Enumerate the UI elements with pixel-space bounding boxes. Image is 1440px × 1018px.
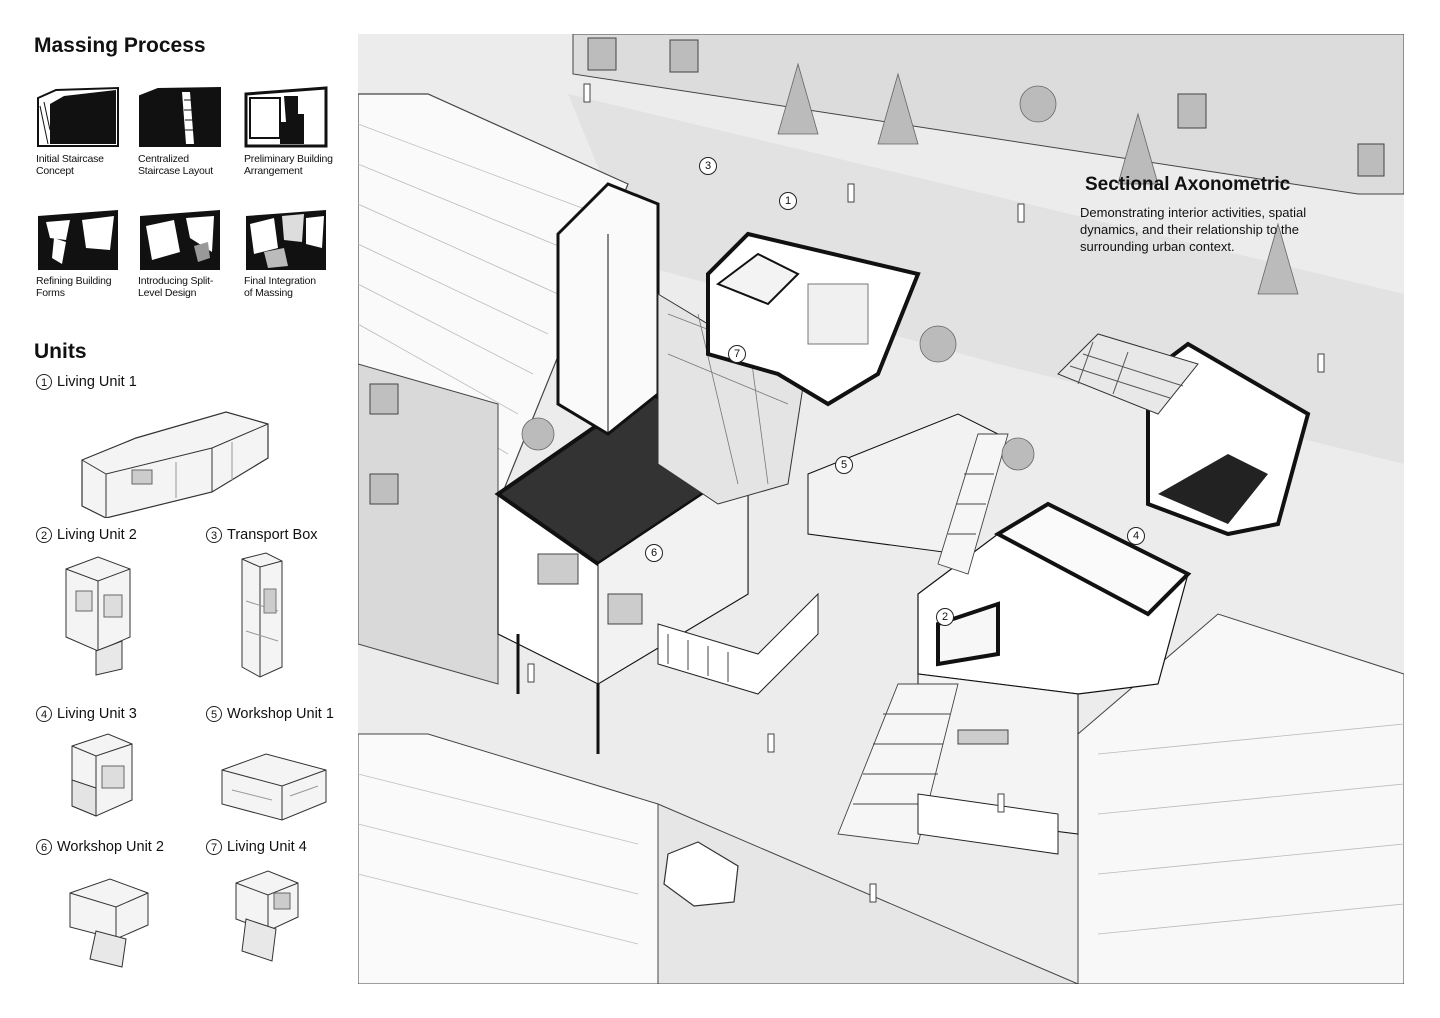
- unit-label: Workshop Unit 1: [227, 706, 334, 722]
- massing-diagram-1: [37, 86, 119, 147]
- unit-number-badge: 2: [36, 527, 52, 543]
- unit-number-badge: 7: [206, 839, 222, 855]
- massing-step-2: Centralized Staircase Layout: [138, 86, 238, 177]
- unit-living-2: 2 Living Unit 2: [36, 527, 166, 686]
- unit-number-badge: 5: [206, 706, 222, 722]
- unit-5-axonometric: [221, 753, 327, 821]
- units-title: Units: [34, 340, 87, 363]
- unit-3-axonometric: [241, 552, 283, 678]
- unit-6-axonometric: [69, 878, 149, 968]
- massing-step-6-caption: Final Integration of Massing: [244, 275, 316, 299]
- unit-workshop-1: 5 Workshop Unit 1: [206, 706, 336, 835]
- massing-step-4: Refining Building Forms: [36, 208, 136, 299]
- massing-step-3: Preliminary Building Arrangement: [244, 86, 344, 177]
- unit-1-axonometric: [81, 411, 269, 519]
- massing-step-4-caption: Refining Building Forms: [36, 275, 112, 299]
- callout-7: 7: [728, 345, 746, 363]
- left-panel: Massing Process Initial Staircase Concep…: [0, 0, 345, 1018]
- unit-living-1: 1 Living Unit 1: [36, 374, 276, 523]
- axonometric-illustration: [358, 34, 1404, 984]
- axonometric-description: Demonstrating interior activities, spati…: [1080, 205, 1307, 254]
- massing-step-6: Final Integration of Massing: [244, 208, 344, 299]
- unit-number-badge: 4: [36, 706, 52, 722]
- unit-label: Living Unit 2: [57, 527, 137, 543]
- massing-diagram-2: [139, 86, 221, 147]
- unit-workshop-2: 6 Workshop Unit 2: [36, 839, 166, 978]
- massing-step-5-caption: Introducing Split- Level Design: [138, 275, 214, 299]
- massing-step-2-caption: Centralized Staircase Layout: [138, 153, 214, 177]
- unit-4-axonometric: [71, 733, 133, 817]
- massing-diagram-5: [140, 210, 220, 270]
- callout-4: 4: [1127, 527, 1145, 545]
- axonometric-title: Sectional Axonometric: [1085, 174, 1291, 195]
- unit-7-axonometric: [235, 870, 299, 962]
- callout-3: 3: [699, 157, 717, 175]
- massing-step-1: Initial Staircase Concept: [36, 86, 136, 177]
- unit-number-badge: 3: [206, 527, 222, 543]
- callout-5: 5: [835, 456, 853, 474]
- massing-step-1-caption: Initial Staircase Concept: [36, 153, 104, 177]
- massing-step-3-caption: Preliminary Building Arrangement: [244, 153, 333, 177]
- unit-label: Workshop Unit 2: [57, 839, 164, 855]
- axonometric-title-block: Sectional Axonometric Demonstrating inte…: [1080, 174, 1350, 255]
- unit-label: Living Unit 1: [57, 374, 137, 390]
- massing-title: Massing Process: [34, 34, 206, 57]
- callout-6: 6: [645, 544, 663, 562]
- unit-number-badge: 6: [36, 839, 52, 855]
- unit-2-axonometric: [65, 556, 131, 676]
- unit-transport-box: 3 Transport Box: [206, 527, 318, 686]
- massing-diagram-6: [246, 210, 326, 270]
- massing-diagram-4: [38, 210, 118, 270]
- massing-diagram-3: [244, 86, 328, 148]
- sectional-axonometric-drawing: Sectional Axonometric Demonstrating inte…: [358, 34, 1404, 984]
- callout-2: 2: [936, 608, 954, 626]
- unit-number-badge: 1: [36, 374, 52, 390]
- unit-living-4: 7 Living Unit 4: [206, 839, 316, 978]
- unit-label: Transport Box: [227, 527, 318, 543]
- callout-1: 1: [779, 192, 797, 210]
- unit-label: Living Unit 4: [227, 839, 307, 855]
- unit-living-3: 4 Living Unit 3: [36, 706, 166, 835]
- massing-step-5: Introducing Split- Level Design: [138, 208, 238, 299]
- unit-label: Living Unit 3: [57, 706, 137, 722]
